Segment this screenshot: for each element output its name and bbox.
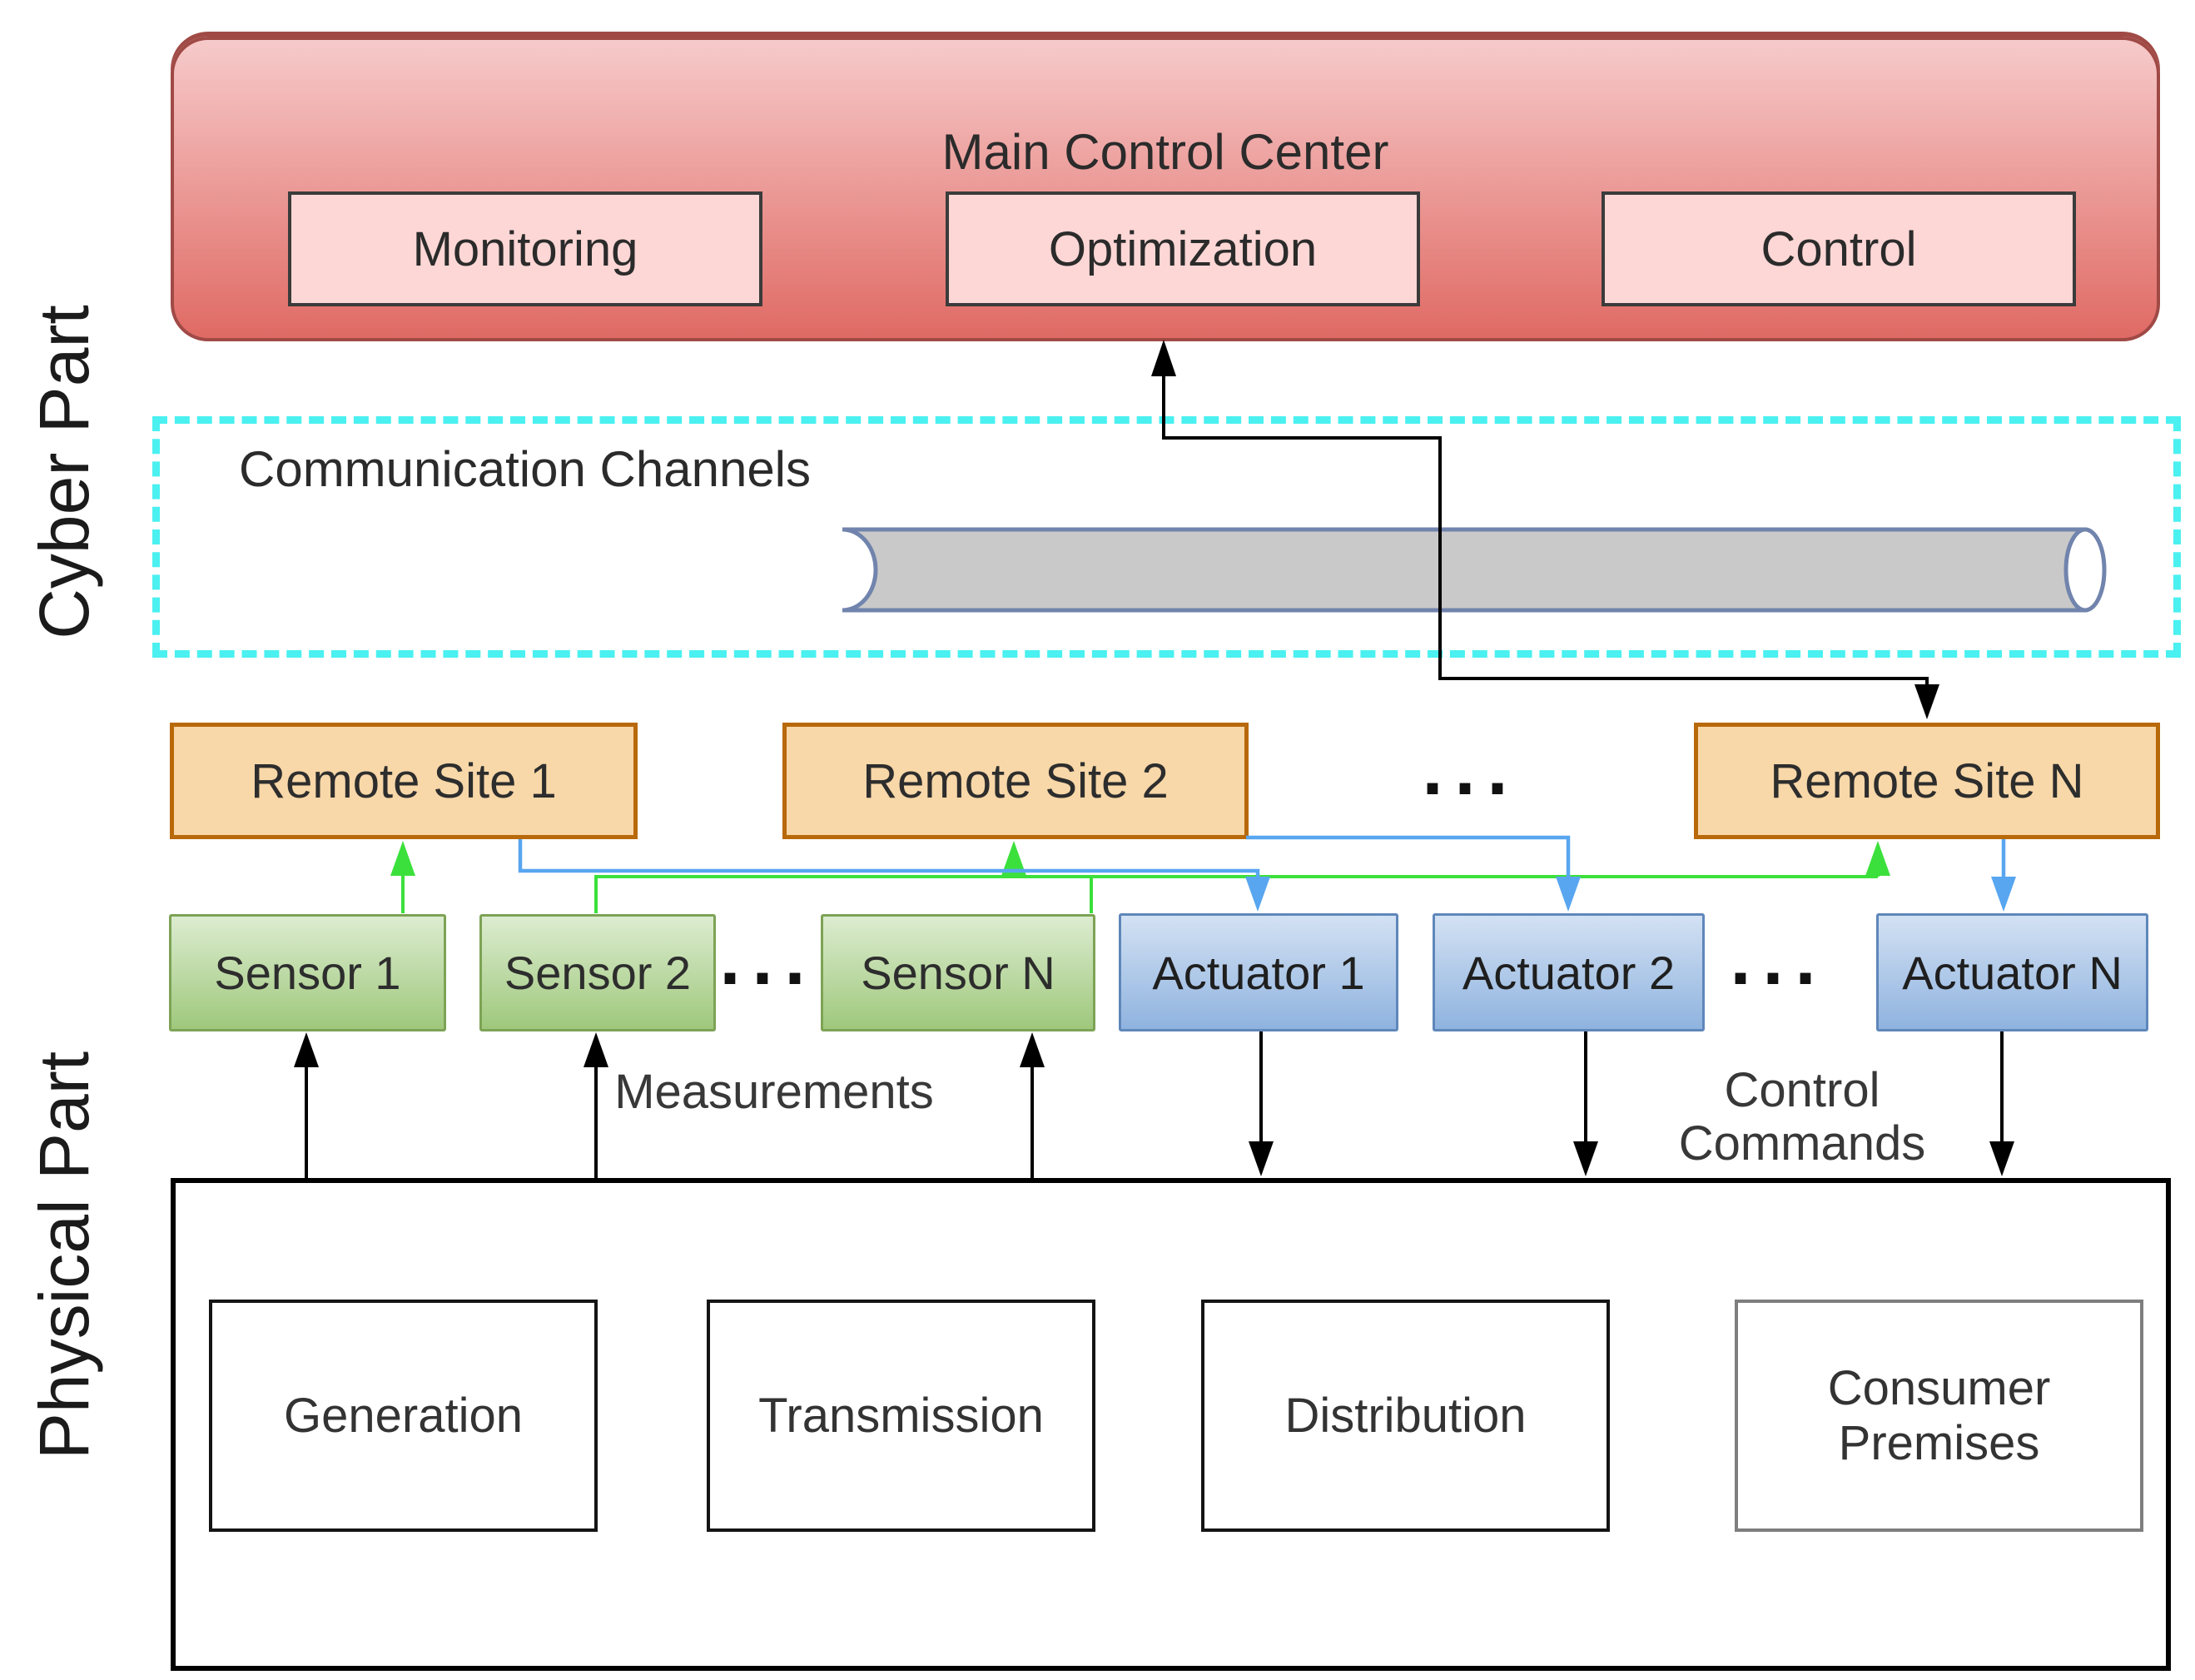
remote-site-2-box: Remote Site 2 xyxy=(782,723,1249,839)
physical-system-box xyxy=(171,1178,2171,1671)
physical-part-label: Physical Part xyxy=(25,1051,103,1460)
actuator-1-box: Actuator 1 xyxy=(1119,913,1398,1031)
distribution-box: Distribution xyxy=(1201,1300,1610,1532)
remote-site-1-box: Remote Site 1 xyxy=(170,723,638,839)
green-arrow-into-remote-site-n xyxy=(1865,841,1890,877)
remote-sites-ellipsis: ... xyxy=(1422,728,1520,811)
sensor-1-to-remote-site-1-arrow xyxy=(390,841,415,913)
green-arrow-into-remote-site-2 xyxy=(1001,841,1026,877)
sensor-2-box: Sensor 2 xyxy=(479,914,716,1031)
optimization-box: Optimization xyxy=(946,191,1420,306)
actuators-ellipsis: ... xyxy=(1730,917,1828,1001)
sensors-ellipsis: ... xyxy=(719,917,817,1001)
remote-site-n-to-actuator-n-arrow xyxy=(1991,839,2016,912)
monitoring-box: Monitoring xyxy=(288,191,762,306)
generation-box: Generation xyxy=(209,1300,598,1532)
remote-site-2-to-actuator-2-arrow xyxy=(1246,835,1581,912)
transmission-box: Transmission xyxy=(707,1300,1095,1532)
control-commands-label: Control Commands xyxy=(1678,1063,1926,1171)
actuator-n-box: Actuator N xyxy=(1876,913,2148,1031)
consumer-premises-box: Consumer Premises xyxy=(1735,1300,2143,1532)
actuator-2-box: Actuator 2 xyxy=(1433,913,1705,1031)
communication-channels-label: Communication Channels xyxy=(239,441,812,497)
remote-site-1-to-actuator-1-arrow xyxy=(518,839,1270,912)
communication-channels-box: Communication Channels xyxy=(152,416,2181,658)
sensor-1-box: Sensor 1 xyxy=(169,914,446,1031)
main-control-center-box: Main Control Center Monitoring Optimizat… xyxy=(171,37,2160,341)
main-control-center-title: Main Control Center xyxy=(941,124,1389,180)
sensor-n-box: Sensor N xyxy=(821,914,1095,1031)
remote-site-n-box: Remote Site N xyxy=(1694,723,2160,839)
control-box: Control xyxy=(1602,191,2076,306)
cyber-part-label: Cyber Part xyxy=(25,305,103,639)
sensor-bus-green xyxy=(594,875,1878,913)
measurements-label: Measurements xyxy=(614,1065,934,1119)
